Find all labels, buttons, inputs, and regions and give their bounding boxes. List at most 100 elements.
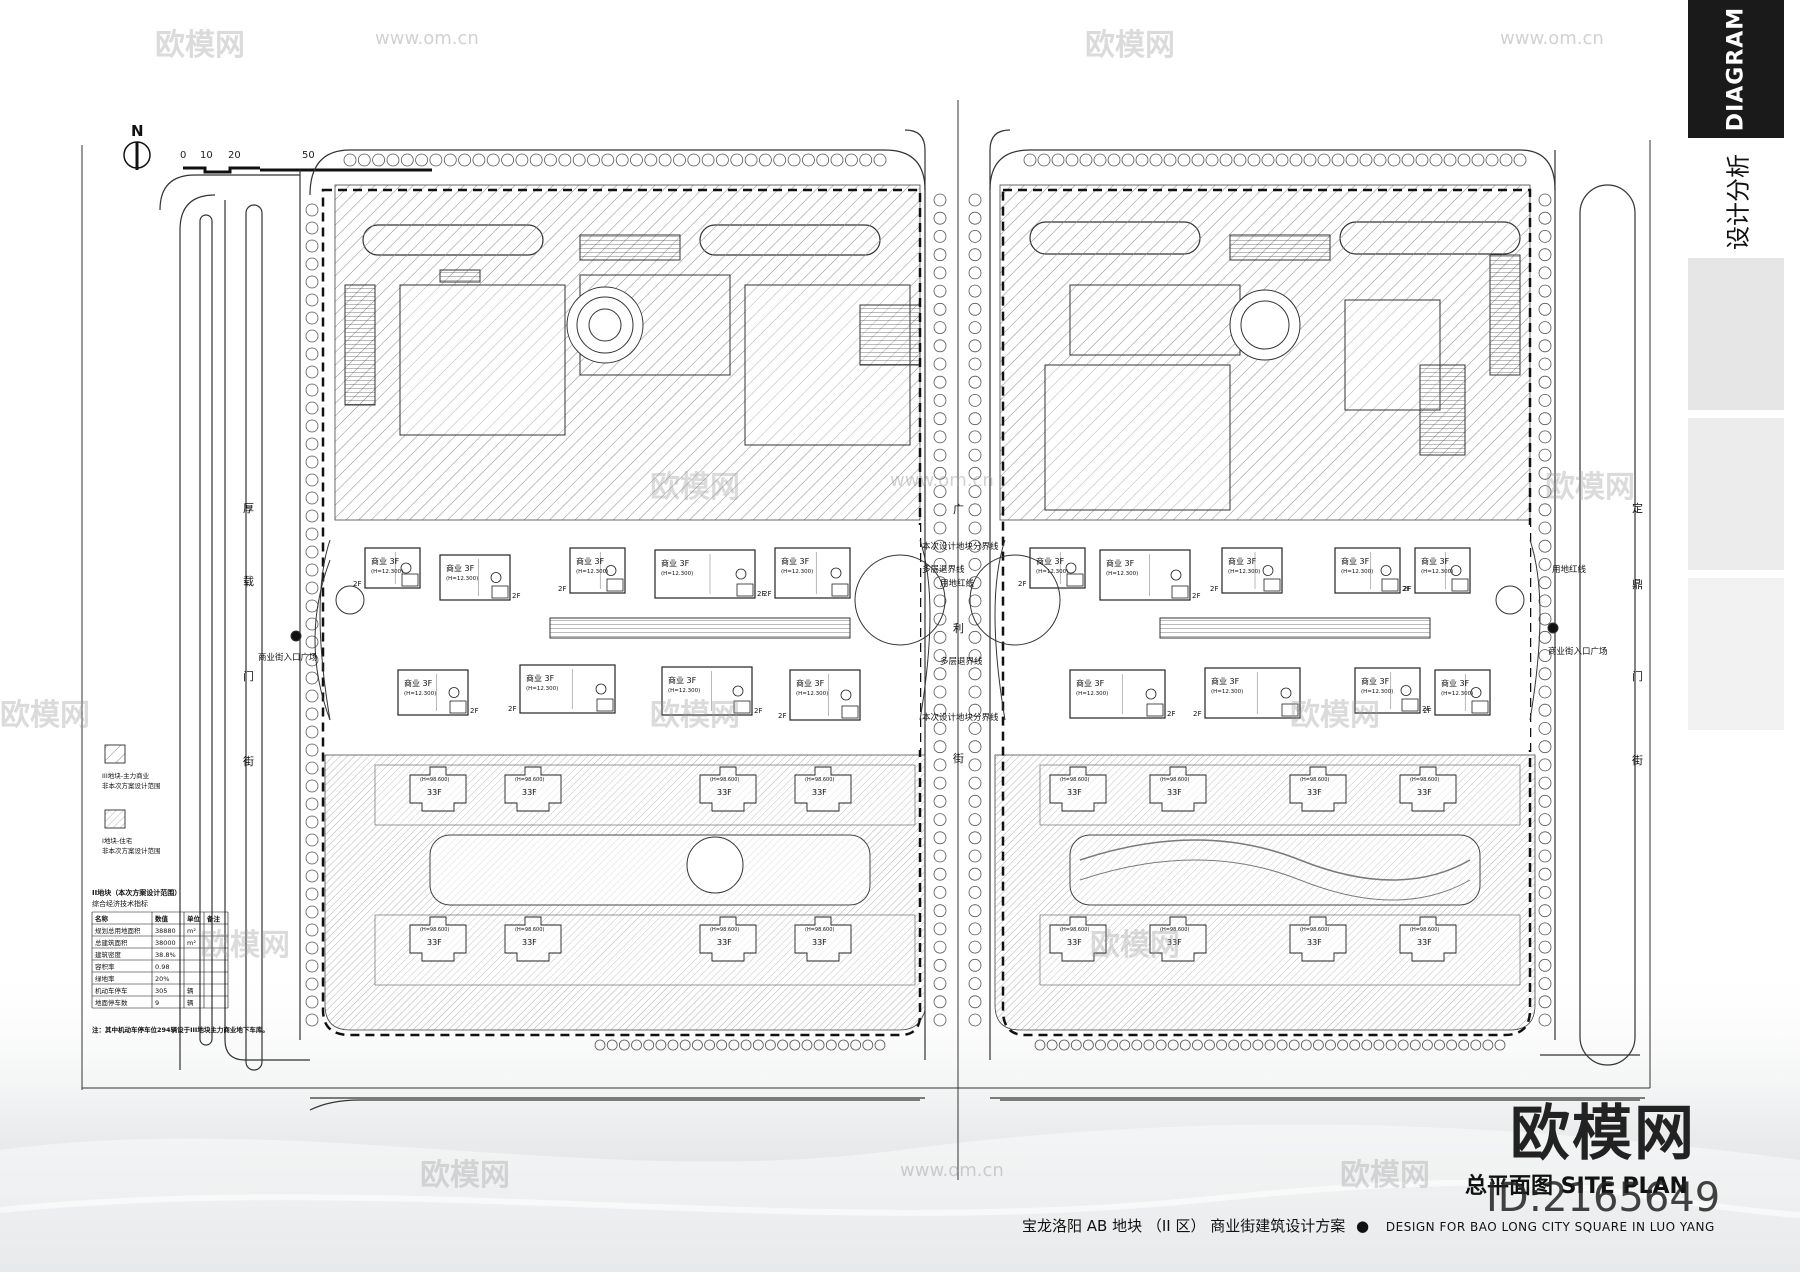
tab-diagram[interactable]: DIAGRAM	[1688, 0, 1784, 138]
shop-label: 商业 3F	[371, 556, 400, 566]
tree	[1219, 153, 1233, 167]
west-residential-towers: 33F(H=98.600)33F(H=98.600)33F(H=98.600)3…	[409, 766, 852, 962]
tower-height: (H=98.600)	[805, 777, 834, 783]
tree	[787, 153, 801, 167]
watermark: 欧模网	[200, 928, 290, 963]
shop-height: (H=12.300)	[1211, 689, 1243, 695]
tree	[1538, 430, 1552, 444]
tree	[305, 815, 319, 829]
tree	[873, 153, 887, 167]
tree	[1247, 153, 1261, 167]
tree	[1538, 448, 1552, 462]
floor-label: 2F	[558, 585, 566, 593]
spec-table-cell: 规划总用地面积	[95, 926, 141, 935]
middle-street-char-2: 利	[953, 622, 964, 635]
tree	[1538, 321, 1552, 335]
tree	[305, 941, 319, 955]
shop-height: (H=12.300)	[371, 569, 403, 575]
tree	[968, 630, 982, 644]
tree	[305, 959, 319, 973]
tree	[968, 649, 982, 662]
west-street-char-3: 门	[243, 669, 254, 683]
shop-label: 商业 3F	[576, 556, 605, 566]
tower-floors: 33F	[1067, 788, 1082, 797]
tree	[1205, 153, 1219, 167]
tree	[305, 383, 319, 397]
tree	[1079, 153, 1093, 167]
floor-label: 2F	[512, 592, 520, 600]
spec-table-header: 名称	[95, 914, 109, 923]
shop-building: 商业 3F(H=12.300)2F	[397, 669, 478, 716]
tree	[1482, 1039, 1494, 1051]
east-red-line-label: 用地红线	[1552, 564, 1587, 575]
tree	[968, 229, 982, 243]
tree	[305, 779, 319, 793]
tree	[643, 1039, 655, 1051]
tree	[1303, 153, 1317, 167]
east-entry-label: 商业街入口广场	[1548, 646, 1608, 657]
tree	[1538, 940, 1552, 954]
spec-table-header: 备注	[206, 914, 221, 923]
tower-height: (H=98.600)	[1060, 927, 1089, 933]
tree	[701, 153, 715, 167]
tree	[933, 867, 947, 881]
tower-floors: 33F	[1167, 788, 1182, 797]
residential-tower: 33F(H=98.600)	[1399, 916, 1457, 962]
tree	[850, 1039, 862, 1051]
spec-table-cell: 38880	[155, 927, 176, 935]
tree	[933, 302, 947, 316]
tree	[305, 797, 319, 811]
tree	[458, 153, 472, 167]
west-entry-label: 商业街入口广场	[258, 652, 318, 663]
north-arrow: N	[123, 122, 151, 170]
watermark-url: www.om.cn	[1500, 28, 1604, 49]
spec-table-cell: 总建筑面积	[95, 938, 128, 947]
tree	[305, 743, 319, 757]
tree	[933, 521, 947, 535]
tree	[1429, 153, 1443, 167]
tree	[1443, 153, 1457, 167]
tree	[1538, 594, 1552, 608]
tree	[305, 905, 319, 919]
tree	[862, 1039, 874, 1051]
spec-table-cell: 305	[155, 987, 167, 995]
tree	[1359, 153, 1373, 167]
tree	[933, 558, 947, 571]
shop-height: (H=12.300)	[1421, 569, 1453, 575]
tree	[1275, 153, 1289, 167]
tree	[1457, 153, 1471, 167]
legend-note-commercial: 非本次方案设计范围	[102, 781, 161, 790]
tree	[687, 153, 701, 167]
tree	[968, 357, 982, 371]
tree	[1538, 211, 1552, 225]
tree	[968, 995, 982, 1009]
tree	[1434, 1039, 1445, 1051]
shop-label: 商业 3F	[1076, 678, 1105, 688]
tree	[594, 1039, 606, 1051]
tree	[1167, 1039, 1179, 1051]
tower-floors: 33F	[717, 788, 732, 797]
watermark: 欧模网	[1545, 470, 1635, 505]
tree	[673, 153, 686, 167]
tree	[305, 617, 319, 631]
tree	[305, 833, 319, 847]
west-street-char-1: 厚	[243, 502, 254, 515]
middle-street-char-1: 广	[953, 503, 964, 516]
shop-label: 商业 3F	[1036, 556, 1065, 566]
floor-label: 2F	[1423, 707, 1431, 715]
tree	[1538, 667, 1552, 681]
residential-tower: 33F(H=98.600)	[1399, 766, 1457, 812]
tree	[933, 266, 947, 280]
tree	[740, 1039, 752, 1051]
tree	[1349, 1039, 1361, 1051]
watermark: 欧模网	[1290, 698, 1380, 733]
floor-label: 2F	[470, 707, 478, 715]
shop-height: (H=12.300)	[1341, 569, 1373, 575]
tab-design-analysis[interactable]: 设计分析	[1688, 138, 1784, 258]
tree	[968, 849, 982, 863]
drawing-title: 总平面图 SITE PLAN	[1465, 1174, 1688, 1199]
tree	[933, 448, 947, 462]
scale-label-50: 50	[302, 150, 315, 161]
shop-height: (H=12.300)	[404, 691, 436, 697]
